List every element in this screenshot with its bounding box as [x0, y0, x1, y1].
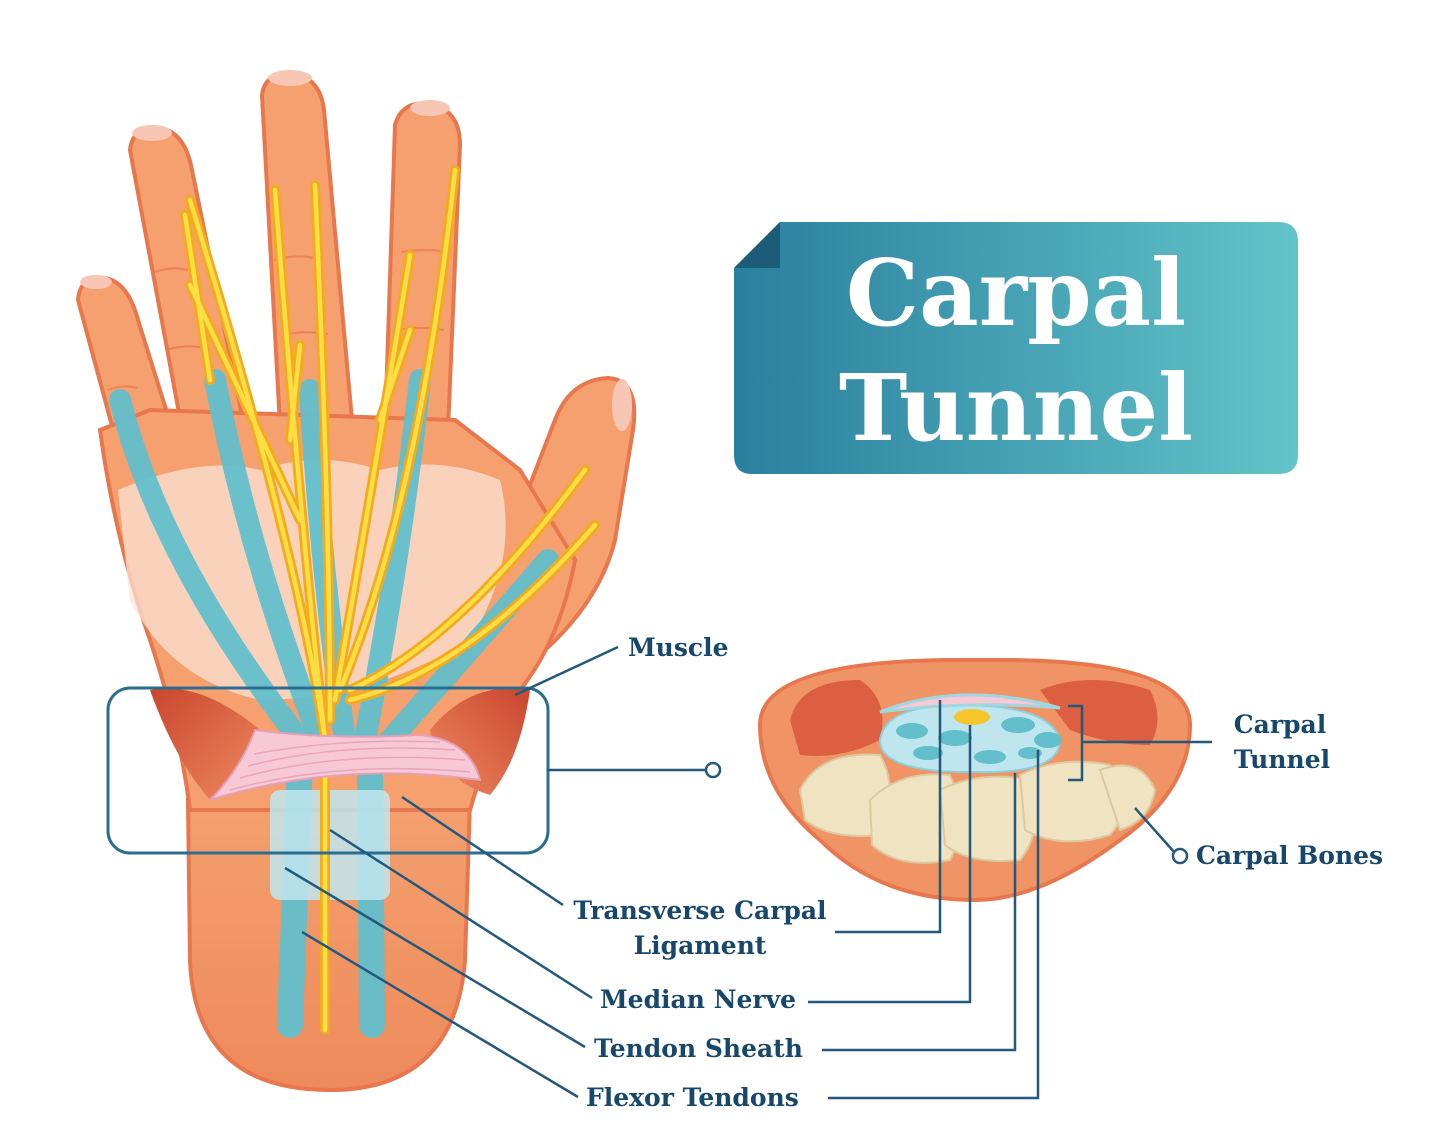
banner-fold — [734, 222, 780, 268]
title-line-1: Carpal — [846, 239, 1186, 347]
median-nerve-branches — [180, 165, 600, 1035]
fingernails — [80, 70, 632, 431]
title-banner: Carpal Tunnel — [734, 222, 1298, 474]
label-transverse-carpal-line-2: Ligament — [634, 931, 767, 960]
cross-section-ligament — [879, 693, 1061, 714]
label-muscle: Muscle — [628, 633, 729, 662]
carpal-bones-dot — [1171, 847, 1189, 865]
label-median-nerve: Median Nerve — [600, 985, 796, 1014]
zoom-connector-dot — [704, 761, 722, 779]
index-nail — [410, 100, 450, 116]
ring-nail — [132, 125, 172, 141]
title-line-2: Tunnel — [839, 354, 1193, 462]
carpal-bones — [798, 753, 1157, 864]
little-nail — [80, 275, 112, 289]
label-flexor-tendons: Flexor Tendons — [586, 1083, 799, 1112]
banner-background — [734, 222, 1298, 474]
hand-illustration — [75, 70, 637, 1093]
ligament-striations — [229, 740, 471, 791]
cross-section-median-nerve — [954, 709, 990, 725]
wrist-cross-section — [757, 658, 1193, 903]
label-carpal-tunnel-line-1: Carpal — [1234, 710, 1326, 739]
cross-section-tendons — [896, 717, 1062, 764]
label-carpal-bones: Carpal Bones — [1196, 841, 1383, 870]
labels: Muscle Carpal Tunnel Carpal Bones Transv… — [573, 633, 1383, 1112]
cross-section-muscle-left — [790, 680, 883, 756]
middle-nail — [268, 70, 312, 86]
label-carpal-tunnel-line-2: Tunnel — [1234, 745, 1330, 774]
thumb-nail — [612, 379, 632, 431]
cross-section-muscle-right — [1040, 680, 1158, 745]
label-transverse-carpal-line-1: Transverse Carpal — [573, 896, 826, 925]
label-tendon-sheath: Tendon Sheath — [594, 1034, 803, 1063]
leader-lines — [284, 645, 1212, 1100]
